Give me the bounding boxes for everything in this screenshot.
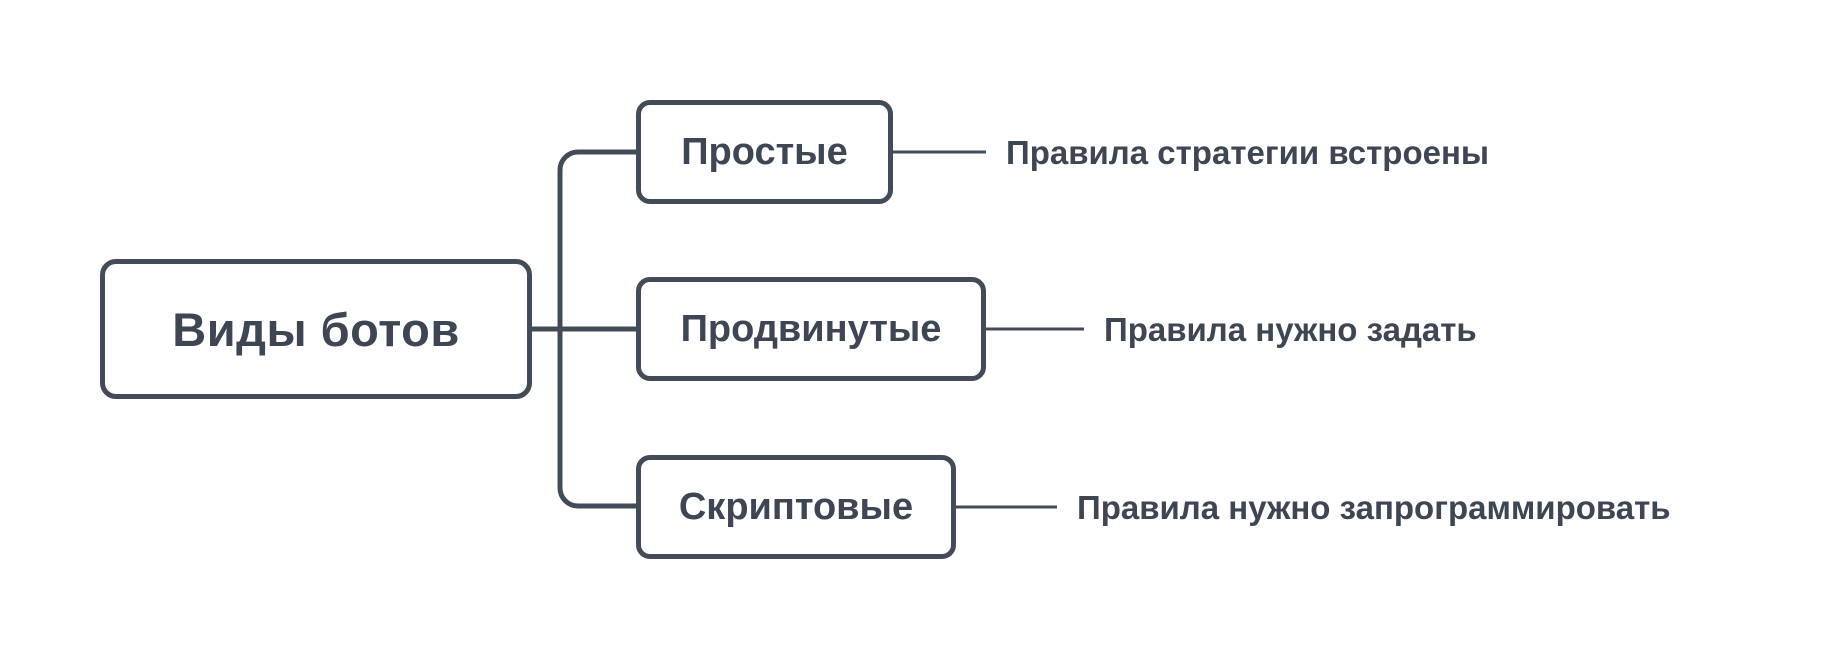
connector-trunk xyxy=(557,149,636,509)
branch-node-label: Скриптовые xyxy=(678,486,914,528)
root-node[interactable]: Виды ботов xyxy=(100,259,532,399)
branch-description-skriptovye: Правила нужно запрограммировать xyxy=(1077,489,1671,526)
root-node-label: Виды ботов xyxy=(172,302,460,356)
branch-description-prostye: Правила стратегии встроены xyxy=(1006,134,1490,171)
branch-node-skriptovye[interactable]: Скриптовые xyxy=(636,455,956,559)
branch-node-label: Простые xyxy=(681,131,848,173)
branch-node-prodvinutye[interactable]: Продвинутые xyxy=(636,277,986,381)
branch-node-prostye[interactable]: Простые xyxy=(636,100,893,204)
branch-node-label: Продвинутые xyxy=(680,308,942,350)
branch-description-prodvinutye: Правила нужно задать xyxy=(1104,311,1477,348)
